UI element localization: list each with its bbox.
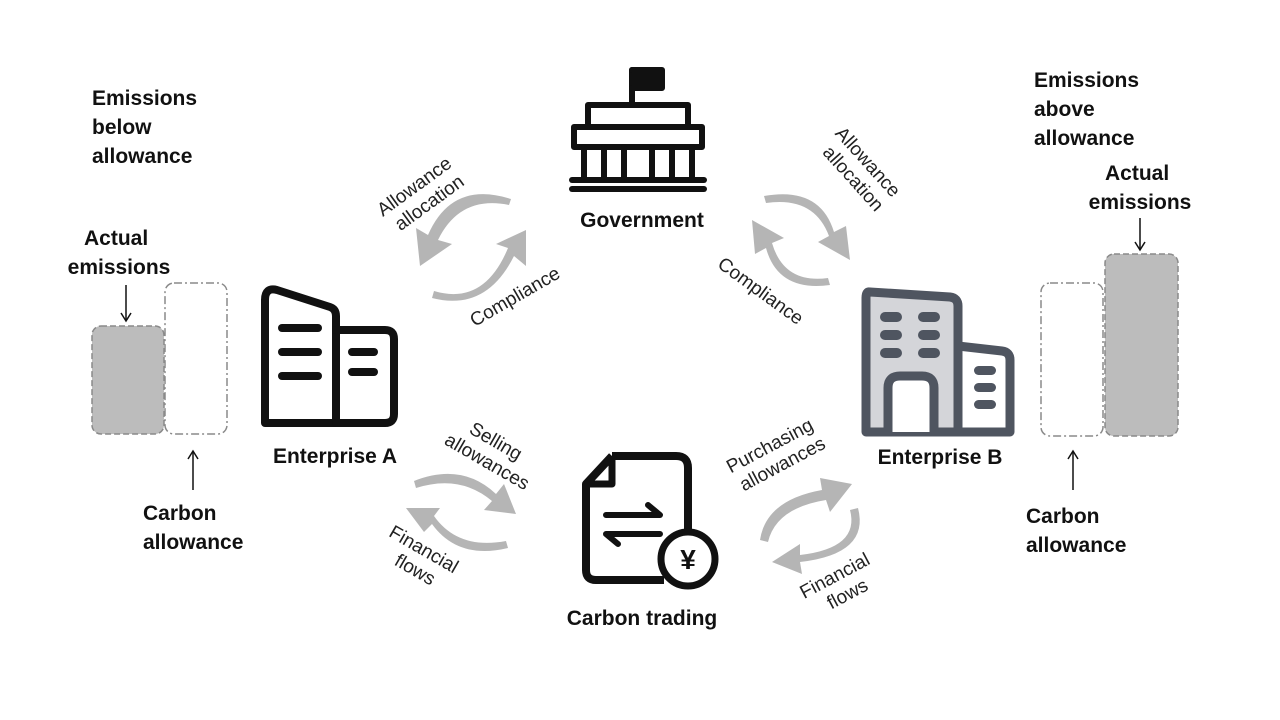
gov-b-compliance-label: Compliance	[713, 254, 807, 330]
left-allowance-bar	[164, 282, 228, 435]
enterprise-b-label: Enterprise B	[878, 446, 1003, 469]
gov-b-arrows	[752, 194, 850, 286]
b-trade-arrows	[760, 478, 860, 574]
left-status-label: Emissions below allowance	[92, 87, 203, 168]
a-trade-arrows	[406, 473, 516, 551]
right-panel: Emissions above allowance Actual emissio…	[1026, 69, 1191, 557]
compliance-arrow-a-to-gov	[432, 230, 526, 301]
compliance-arrow-b-to-gov	[752, 220, 830, 286]
government-node: Government	[569, 67, 707, 232]
office-building-icon	[261, 285, 398, 427]
b-trade-purchasing-label: Purchasing allowances	[723, 412, 832, 497]
carbon-trading-node: ¥ Carbon trading	[567, 452, 719, 630]
financial-arrow-trade-to-a	[406, 508, 508, 551]
right-allowance-bar	[1040, 282, 1104, 437]
left-actual-pointer-head	[120, 312, 132, 323]
gov-a-allocation-label: Allowance allocation	[373, 150, 473, 239]
right-carbon-allowance-label: Carbon allowance	[1026, 505, 1126, 557]
exchange-document-icon: ¥	[582, 452, 719, 590]
gov-a-arrows	[416, 194, 526, 301]
gov-a-compliance-label: Compliance	[467, 263, 564, 331]
carbon-trading-label: Carbon trading	[567, 607, 718, 630]
right-actual-emissions-bar	[1104, 253, 1179, 437]
enterprise-b-node: Enterprise B	[861, 287, 1015, 469]
yen-symbol: ¥	[680, 544, 696, 575]
enterprise-a-label: Enterprise A	[273, 445, 397, 468]
allocation-arrow-gov-to-b	[764, 194, 850, 260]
a-trade-financial-label: Financial flows	[374, 522, 466, 600]
left-actual-emissions-label: Actual emissions	[68, 227, 171, 279]
financial-arrow-b-to-trade	[772, 508, 860, 574]
left-panel: Emissions below allowance Actual emissio…	[68, 87, 244, 554]
office-building-icon	[861, 287, 1015, 437]
right-actual-pointer-head	[1134, 241, 1146, 252]
purchasing-arrow-trade-to-b	[760, 478, 852, 542]
gov-b-allocation-label: Allowance allocation	[814, 123, 907, 220]
government-label: Government	[580, 209, 704, 232]
allocation-arrow-gov-to-a	[416, 194, 511, 266]
right-status-label: Emissions above allowance	[1034, 69, 1145, 150]
right-allowance-pointer-head	[1067, 449, 1079, 460]
enterprise-a-node: Enterprise A	[261, 285, 398, 468]
left-allowance-pointer-head	[187, 449, 199, 460]
left-carbon-allowance-label: Carbon allowance	[143, 502, 243, 554]
selling-arrow-a-to-trade	[414, 473, 516, 514]
right-actual-emissions-label: Actual emissions	[1089, 162, 1192, 214]
left-actual-emissions-bar	[91, 325, 165, 435]
government-building-icon	[569, 67, 707, 192]
